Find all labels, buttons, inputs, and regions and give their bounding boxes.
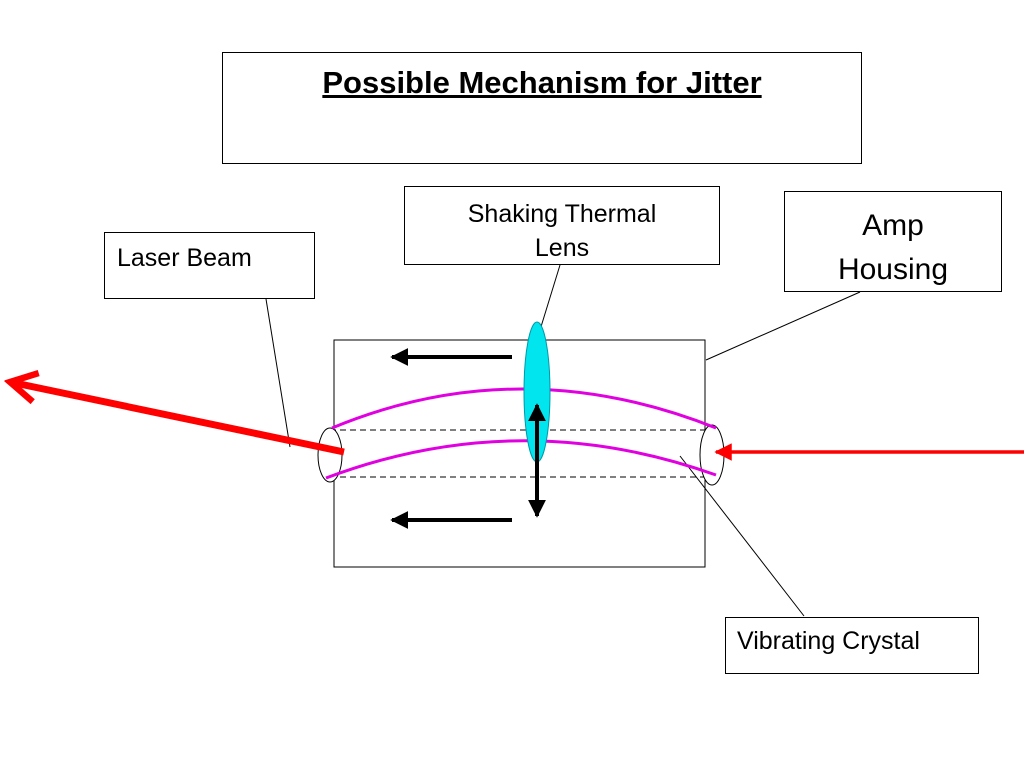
thermal-lens-label-line1: Shaking Thermal (467, 200, 657, 228)
vibrating-crystal-label: Vibrating Crystal (725, 617, 979, 674)
laser-output-arrow (10, 382, 345, 456)
amp-housing-body (333, 339, 706, 568)
vibrating-crystal-leader (679, 455, 805, 617)
laser-beam-leader (265, 298, 291, 448)
amp-housing-leader (705, 291, 861, 361)
thermal-lens-leader (539, 264, 561, 331)
page-title: Possible Mechanism for Jitter (322, 65, 762, 100)
thermal-lens-label: Shaking Thermal Lens (404, 186, 720, 265)
laser-beam-label-text: Laser Beam (117, 244, 252, 272)
amp-housing-label-line2: Housing (837, 253, 949, 286)
laser-beam-label: Laser Beam (104, 232, 315, 299)
amp-housing-label-line1: Amp (862, 209, 924, 242)
title-box: Possible Mechanism for Jitter (222, 52, 862, 164)
crystal-right-face (699, 424, 725, 486)
thermal-lens-label-line2: Lens (534, 234, 590, 262)
vibrating-crystal-label-text: Vibrating Crystal (737, 627, 920, 655)
beam-path-upper (331, 387, 717, 430)
amp-housing-label: Amp Housing (784, 191, 1002, 292)
beam-path-lower (325, 439, 717, 480)
